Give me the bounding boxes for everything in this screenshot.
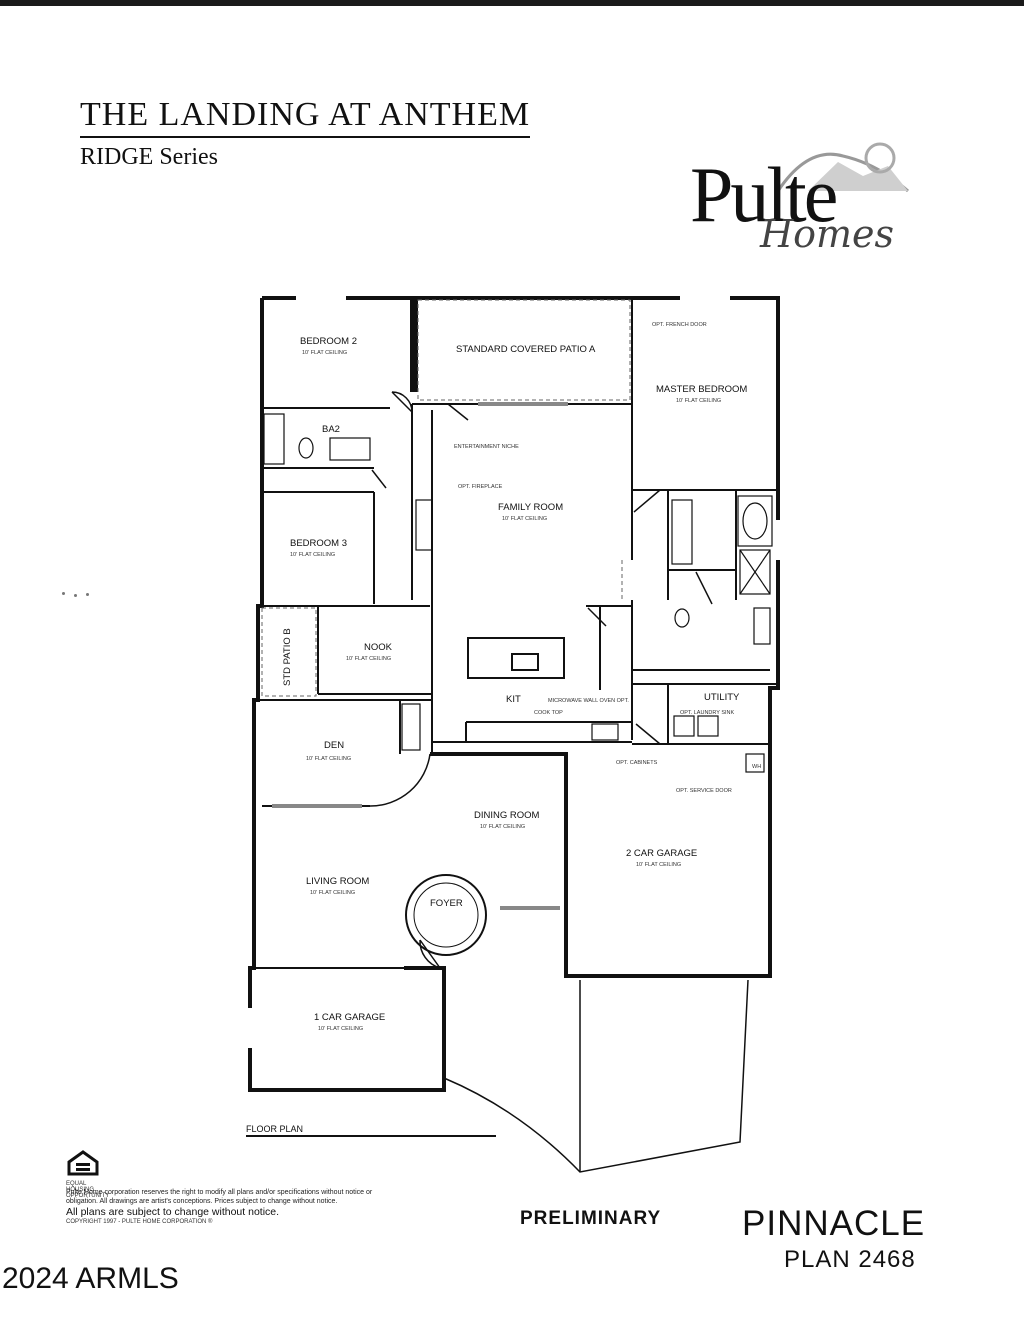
living-room-ceiling: 10' FLAT CEILING: [310, 890, 355, 896]
logo-wordmark: Pulte: [690, 151, 838, 238]
wall-openings: [248, 296, 780, 1048]
sunrise-mountain-icon: [776, 142, 910, 193]
foyer-rotunda: [405, 874, 487, 956]
den-ceiling: 10' FLAT CEILING: [306, 756, 351, 762]
scan-speck: [86, 593, 89, 596]
bedroom-3-ceiling: 10' FLAT CEILING: [290, 552, 335, 558]
master-bedroom-label: MASTER BEDROOM: [656, 384, 747, 395]
fixtures: [263, 413, 773, 773]
disclaimer-block: Pulte Home corporation reserves the righ…: [66, 1188, 396, 1227]
top-rule: [0, 0, 1024, 6]
scan-speck: [74, 594, 77, 597]
utility-label: UTILITY: [704, 692, 740, 703]
bath-2-label: BA2: [322, 424, 340, 435]
water-heater-note: WH: [752, 764, 761, 770]
pulte-homes-logo: Pulte Homes: [690, 140, 920, 270]
floor-plan-label: FLOOR PLAN: [246, 1124, 496, 1137]
bedroom-3-label: BEDROOM 3: [290, 538, 347, 549]
two-car-garage-ceiling: 10' FLAT CEILING: [636, 862, 681, 868]
equal-housing-text: EQUAL HOUSING OPPORTUNITY: [66, 1181, 110, 1199]
one-car-garage-ceiling: 10' FLAT CEILING: [318, 1026, 363, 1032]
equal-housing-icon: [67, 1150, 99, 1176]
bedroom-2-ceiling: 10' FLAT CEILING: [302, 350, 347, 356]
cabinets-note: OPT. CABINETS: [616, 760, 658, 766]
kitchen-label: KIT: [506, 694, 521, 705]
foyer-inner-ring: [413, 882, 479, 948]
master-bedroom-ceiling: 10' FLAT CEILING: [676, 398, 721, 404]
series-subtitle: RIDGE Series: [80, 144, 218, 170]
entertainment-niche-note: ENTERTAINMENT NICHE: [454, 444, 519, 450]
two-car-garage-label: 2 CAR GARAGE: [626, 848, 697, 859]
community-title: THE LANDING AT ANTHEM: [80, 96, 531, 138]
plan-number: PLAN 2468: [784, 1246, 916, 1273]
door-swings: [369, 391, 749, 1173]
logo-script: Homes: [760, 212, 895, 256]
model-name: PINNACLE: [742, 1204, 926, 1243]
dining-room-ceiling: 10' FLAT CEILING: [480, 824, 525, 830]
fireplace-note: OPT. FIREPLACE: [458, 484, 503, 490]
bedroom-2-label: BEDROOM 2: [300, 336, 357, 347]
covered-patio-label: STANDARD COVERED PATIO A: [456, 344, 596, 355]
laundry-sink-note: OPT. LAUNDRY SINK: [680, 710, 735, 716]
title-block: THE LANDING AT ANTHEM RIDGE Series: [80, 96, 531, 171]
living-room-label: LIVING ROOM: [306, 876, 369, 887]
scan-speck: [62, 592, 65, 595]
nook-label: NOOK: [364, 642, 393, 653]
family-room-ceiling: 10' FLAT CEILING: [502, 516, 547, 522]
nook-ceiling: 10' FLAT CEILING: [346, 656, 391, 662]
one-car-garage-label: 1 CAR GARAGE: [314, 1012, 385, 1023]
dining-room-label: DINING ROOM: [474, 810, 540, 821]
std-patio-label: STD PATIO B: [282, 628, 293, 686]
den-label: DEN: [324, 740, 344, 751]
french-door-note: OPT. FRENCH DOOR: [652, 322, 707, 328]
equal-housing-logo: EQUAL HOUSING OPPORTUNITY: [66, 1150, 110, 1199]
family-room-label: FAMILY ROOM: [498, 502, 563, 513]
mls-watermark: 2024 ARMLS: [2, 1262, 179, 1295]
microwave-oven-note: MICROWAVE WALL OVEN OPT.: [548, 698, 629, 704]
service-door-note: OPT. SERVICE DOOR: [676, 788, 732, 794]
disclaimer-notice: All plans are subject to change without …: [66, 1206, 280, 1218]
disclaimer-fine-print: Pulte Home corporation reserves the righ…: [66, 1189, 373, 1205]
copyright-line: COPYRIGHT 1997 - PULTE HOME CORPORATION …: [66, 1219, 213, 1225]
preliminary-label: PRELIMINARY: [520, 1208, 662, 1229]
patio-outlines: [261, 299, 631, 697]
foyer-label: FOYER: [430, 898, 463, 909]
cook-top-note: COOK TOP: [534, 710, 563, 716]
